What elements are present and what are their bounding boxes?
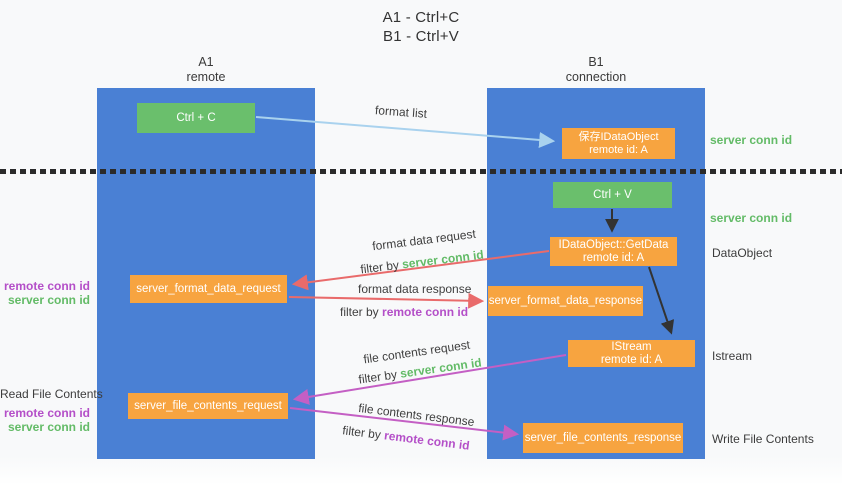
annotation-dataobject: DataObject xyxy=(712,246,773,260)
node-server-format-data-request: server_format_data_request xyxy=(130,275,287,303)
save-idataobject-line2: remote id: A xyxy=(589,143,648,156)
filter-by-text: filter by xyxy=(359,257,400,277)
lane-a1-subtitle: remote xyxy=(186,70,226,84)
file-response-label: server_file_contents_response xyxy=(524,432,682,444)
annotation-server-conn-id-top: server conn id xyxy=(710,133,793,147)
annotation-istream: Istream xyxy=(712,349,753,363)
filter-by-text: filter by xyxy=(340,305,379,319)
lane-a1-name: A1 xyxy=(198,55,214,69)
title-line-2: B1 - Ctrl+V xyxy=(383,28,459,45)
annotation-write-file-contents: Write File Contents xyxy=(712,432,814,446)
lane-b1-name: B1 xyxy=(588,55,604,69)
lane-header-a1: A1 remote xyxy=(126,55,286,85)
format-response-label: server_format_data_response xyxy=(488,295,643,307)
format-data-response-arrow xyxy=(288,292,485,309)
file-contents-response-filter-label: filter by remote conn id xyxy=(342,423,471,453)
node-ctrl-v: Ctrl + V xyxy=(553,182,672,208)
lane-header-b1: B1 connection xyxy=(516,55,676,85)
getdata-line1: IDataObject::GetData xyxy=(558,238,669,251)
file-contents-response-label: file contents response xyxy=(357,400,476,430)
remote-conn-id-key: remote conn id xyxy=(383,428,471,453)
annotation-server-conn-id-lower: server conn id xyxy=(7,420,90,434)
format-data-response-label: format data response xyxy=(358,282,472,296)
node-server-format-data-response: server_format_data_response xyxy=(488,286,643,316)
annotation-server-conn-id-upper: server conn id xyxy=(7,293,90,307)
istream-line2: remote id: A xyxy=(600,353,663,366)
annotation-read-file-contents: Read File Contents xyxy=(0,387,103,401)
annotation-remote-conn-id-upper: remote conn id xyxy=(3,279,90,293)
node-save-idataobject: 保存IDataObject remote id: A xyxy=(562,128,675,159)
node-ctrl-c: Ctrl + C xyxy=(137,103,255,133)
save-idataobject-line1: 保存IDataObject xyxy=(578,130,659,143)
node-istream: IStream remote id: A xyxy=(568,340,695,367)
ctrl-c-label: Ctrl + C xyxy=(176,112,216,124)
node-idataobject-getdata: IDataObject::GetData remote id: A xyxy=(550,237,677,266)
istream-line1: IStream xyxy=(611,340,652,353)
dotted-divider-line xyxy=(0,169,842,174)
ctrl-v-label: Ctrl + V xyxy=(593,189,632,201)
filter-by-text: filter by xyxy=(357,367,398,387)
node-server-file-contents-response: server_file_contents_response xyxy=(523,423,683,453)
file-request-label: server_file_contents_request xyxy=(134,400,282,412)
server-conn-id-key: server conn id xyxy=(401,247,485,272)
filter-by-text: filter by xyxy=(341,423,382,442)
getdata-line2: remote id: A xyxy=(582,251,645,264)
annotation-server-conn-id-mid: server conn id xyxy=(710,211,793,225)
format-list-label: format list xyxy=(374,103,428,121)
format-request-label: server_format_data_request xyxy=(136,283,281,295)
diagram-title: A1 - Ctrl+C B1 - Ctrl+V xyxy=(0,8,842,46)
title-line-1: A1 - Ctrl+C xyxy=(382,9,460,26)
lane-b1-subtitle: connection xyxy=(565,70,627,84)
annotation-remote-conn-id-lower: remote conn id xyxy=(3,406,90,420)
node-server-file-contents-request: server_file_contents_request xyxy=(128,393,288,419)
format-data-response-filter-label: filter by remote conn id xyxy=(340,305,468,319)
remote-conn-id-key: remote conn id xyxy=(382,305,469,319)
